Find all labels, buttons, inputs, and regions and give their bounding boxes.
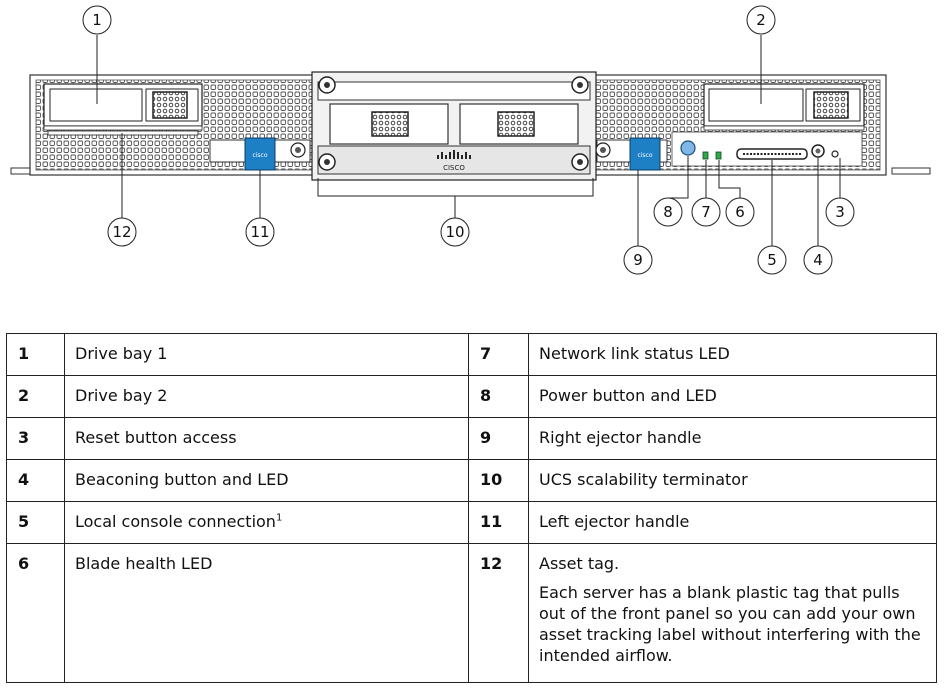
drive-bay-2	[703, 83, 865, 131]
svg-text:8: 8	[663, 203, 673, 221]
svg-text:9: 9	[633, 251, 643, 269]
power-button[interactable]	[680, 140, 696, 156]
asset-tag-note: Each server has a blank plastic tag that…	[539, 583, 921, 665]
svg-text:12: 12	[112, 223, 131, 241]
callout-9: 9	[623, 245, 653, 275]
reset-button-access[interactable]	[831, 150, 839, 158]
legend-label: Drive bay 2	[64, 375, 469, 418]
callout-4: 4	[803, 245, 833, 275]
callout-3: 3	[825, 197, 855, 227]
legend-label: Right ejector handle	[528, 417, 937, 460]
svg-text:cisco: cisco	[637, 152, 652, 159]
svg-text:7: 7	[701, 203, 711, 221]
cisco-logo-text: CISCO	[443, 164, 465, 172]
callout-11: 11	[245, 217, 275, 247]
legend-number: 6	[6, 543, 65, 683]
legend-label: Beaconing button and LED	[64, 459, 469, 502]
svg-text:3: 3	[835, 203, 845, 221]
legend-number: 9	[468, 417, 529, 460]
legend-number: 12	[468, 543, 529, 683]
legend-label: Power button and LED	[528, 375, 937, 418]
legend-table: 1 Drive bay 1 7 Network link status LED …	[6, 333, 937, 683]
legend-number: 4	[6, 459, 65, 502]
svg-text:2: 2	[756, 11, 766, 29]
svg-text:10: 10	[445, 223, 464, 241]
legend-label: Blade health LED	[64, 543, 469, 683]
legend-number: 7	[468, 333, 529, 376]
left-ejector-handle[interactable]: cisco	[209, 137, 311, 171]
blade-health-led	[715, 151, 722, 160]
front-panel-controls	[671, 131, 863, 167]
legend-row: 4 Beaconing button and LED 10 UCS scalab…	[6, 459, 937, 502]
callout-1: 1	[82, 5, 112, 35]
callout-12: 12	[107, 217, 137, 247]
callout-5: 5	[757, 245, 787, 275]
right-ejector-handle[interactable]: cisco	[595, 137, 668, 171]
ucs-scalability-terminator: CISCO	[311, 71, 597, 181]
legend-label-cell: Local console connection1	[64, 501, 469, 544]
callout-7: 7	[691, 197, 721, 227]
legend-row: 2 Drive bay 2 8 Power button and LED	[6, 375, 937, 418]
blade-front-panel-diagram: cisco cisco	[10, 5, 931, 275]
legend-label-cell: Asset tag. Each server has a blank plast…	[528, 543, 937, 683]
svg-text:11: 11	[250, 223, 269, 241]
callout-leader-lines	[96, 35, 841, 246]
legend-number: 11	[468, 501, 529, 544]
svg-text:cisco: cisco	[252, 152, 267, 159]
svg-text:4: 4	[813, 251, 823, 269]
legend-label: Local console connection	[75, 512, 276, 531]
svg-text:6: 6	[735, 203, 745, 221]
legend-label: Left ejector handle	[528, 501, 937, 544]
legend-number: 1	[6, 333, 65, 376]
svg-text:5: 5	[767, 251, 777, 269]
svg-text:1: 1	[92, 11, 102, 29]
cisco-logo	[437, 150, 471, 159]
legend-row: 3 Reset button access 9 Right ejector ha…	[6, 417, 937, 460]
legend-label: Reset button access	[64, 417, 469, 460]
legend-number: 10	[468, 459, 529, 502]
callout-6: 6	[725, 197, 755, 227]
legend-row: 1 Drive bay 1 7 Network link status LED	[6, 333, 937, 376]
network-link-status-led	[702, 151, 709, 160]
legend-label: Network link status LED	[528, 333, 937, 376]
legend-number: 3	[6, 417, 65, 460]
legend-number: 2	[6, 375, 65, 418]
legend-label: Asset tag.	[539, 554, 620, 573]
legend-row: 5 Local console connection1 11 Left ejec…	[6, 501, 937, 544]
drive-bay-1	[43, 83, 203, 131]
legend-row: 6 Blade health LED 12 Asset tag. Each se…	[6, 543, 937, 683]
legend-number: 8	[468, 375, 529, 418]
asset-tag	[47, 130, 199, 136]
callout-2: 2	[746, 5, 776, 35]
legend-number: 5	[6, 501, 65, 544]
footnote-marker: 1	[275, 512, 283, 524]
legend-label: UCS scalability terminator	[528, 459, 937, 502]
callout-8: 8	[653, 197, 683, 227]
legend-label: Drive bay 1	[64, 333, 469, 376]
callout-10: 10	[440, 217, 470, 247]
